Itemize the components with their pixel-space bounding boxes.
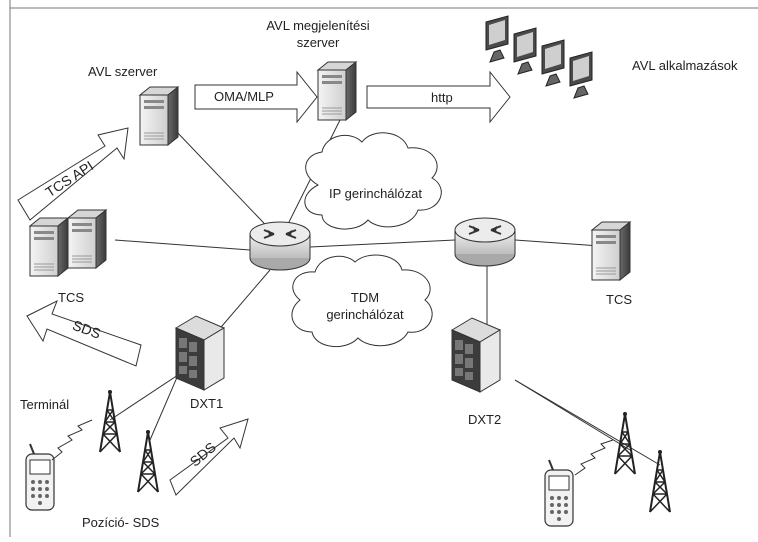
oma-mlp-arrow	[194, 70, 318, 124]
antenna-tower-icon-4	[649, 449, 671, 513]
link-router1-router2	[309, 239, 456, 248]
oma-mlp-label: OMA/MLP	[214, 89, 274, 104]
avl-server-icon	[139, 86, 179, 146]
tcs-api-label: TCS API	[42, 157, 96, 200]
router-1-icon	[249, 221, 311, 271]
dxt2-label: DXT2	[468, 412, 502, 427]
avl-apps-monitors-icon	[485, 15, 593, 99]
terminal-label: Terminál	[20, 397, 70, 412]
link-router2-tcs	[514, 239, 601, 247]
avl-display-server-label-line2: szerver	[296, 35, 340, 50]
dxt1-label: DXT1	[190, 396, 224, 411]
dxt2-switch-cabinet-icon	[451, 317, 501, 393]
antenna-tower-icon-1	[99, 389, 121, 453]
avl-server-label: AVL szerver	[88, 64, 158, 79]
tcs-left-label: TCS	[58, 290, 84, 305]
sds-mid-arrow	[169, 418, 249, 496]
tdm-backbone-label-line2: gerinchálózat	[326, 307, 404, 322]
connection-lines	[109, 109, 661, 466]
tcs-right-server-icon	[591, 221, 631, 281]
avl-display-server-icon	[317, 61, 357, 121]
ip-backbone-label: IP gerinchálózat	[329, 186, 422, 201]
http-label: http	[431, 90, 453, 105]
tdm-cloud-icon	[291, 254, 433, 348]
ip-cloud-icon	[304, 132, 442, 230]
sds-left-arrow	[26, 299, 142, 367]
link-avl-server-router1	[174, 129, 281, 241]
tcs-api-arrow	[17, 127, 129, 221]
tcs-server-icon	[29, 217, 69, 277]
link-dxt1-tower2	[149, 374, 179, 441]
router-2-icon	[454, 217, 516, 267]
antenna-tower-icon-2	[137, 429, 159, 493]
link-tcs-router1	[114, 239, 251, 251]
link-dxt1-tower1	[109, 374, 179, 421]
http-arrow	[366, 70, 511, 124]
dxt1-switch-cabinet-icon	[175, 315, 225, 391]
mobile-phone-icon-right	[544, 459, 574, 527]
radio-signal-lines	[51, 419, 614, 476]
avl-apps-label: AVL alkalmazások	[632, 58, 738, 73]
tdm-backbone-label-line1: TDM	[350, 290, 380, 305]
link-dxt2-tower4	[514, 379, 661, 466]
position-sds-label: Pozíció- SDS	[82, 515, 160, 530]
terminal-phone-icon	[25, 443, 55, 511]
tcs-right-label: TCS	[606, 292, 632, 307]
avl-display-server-label-line1: AVL megjelenítési	[266, 18, 370, 33]
tcs-server-icon-2	[67, 209, 107, 269]
